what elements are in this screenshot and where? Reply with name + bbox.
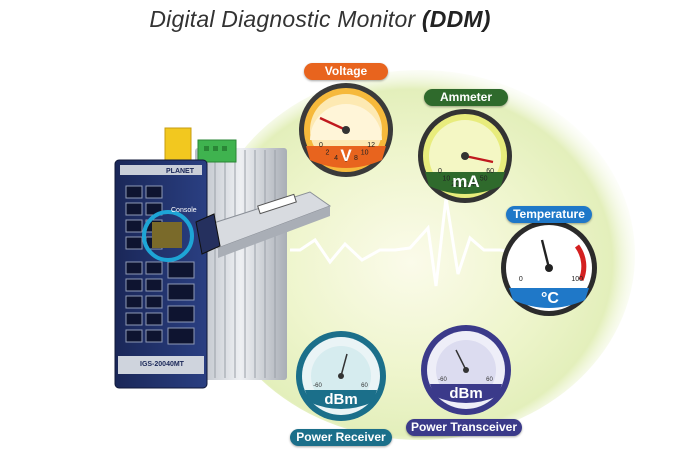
ammeter-tick-label: 60 [486, 168, 494, 175]
switch-model-label: IGS-20040MT [140, 361, 184, 368]
power-receiver-gauge: -60-40-200204060 [296, 331, 386, 421]
power-receiver-label: Power Receiver [290, 429, 392, 446]
signal-pulse-line [290, 197, 516, 287]
switch-heatsink [195, 148, 287, 380]
power-receiver-tick-label: 60 [361, 383, 368, 389]
voltage-tick-label: 10 [361, 150, 369, 157]
voltage-tick-label: 4 [334, 155, 338, 162]
power-transceiver-tick-label: -60 [438, 377, 447, 383]
temperature-label: Temperature [506, 206, 592, 223]
voltage-unit: V [340, 146, 352, 165]
temperature-gauge: 0255075100 [501, 220, 597, 316]
temperature-tick-label: 0 [519, 276, 523, 283]
power-transceiver-gauge: -60-40-200204060 [421, 325, 511, 415]
ammeter-tick-label: 50 [480, 176, 488, 183]
voltage-tick-label: 2 [325, 150, 329, 157]
ammeter-tick-label: 40 [471, 181, 479, 188]
temperature-unit: °C [541, 290, 559, 307]
ammeter-tick-label: 30 [461, 183, 469, 190]
sfp-highlight-circle [142, 210, 194, 262]
power-transceiver-label: Power Transceiver [406, 419, 522, 436]
ammeter-label: Ammeter [424, 89, 508, 106]
voltage-tick-label: 12 [367, 142, 375, 149]
terminal-block-yellow [164, 127, 192, 161]
power-transceiver-tick-label: 60 [486, 377, 493, 383]
rj45-ports [125, 185, 163, 343]
power-receiver-unit: dBm [324, 391, 358, 408]
ammeter-tick-label: 10 [443, 176, 451, 183]
console-label: Console [171, 207, 197, 214]
voltage-label: Voltage [304, 63, 388, 80]
voltage-tick-label: 8 [354, 155, 358, 162]
power-receiver-tick-label: -60 [313, 383, 322, 389]
page-title: Digital Diagnostic Monitor (DDM) [149, 6, 491, 32]
power-transceiver-unit: dBm [449, 385, 483, 402]
ammeter-tick-label: 0 [438, 168, 442, 175]
ammeter-unit: mA [452, 172, 480, 191]
brand-logo: PLANET [166, 168, 194, 175]
temperature-tick-label: 100 [571, 276, 583, 283]
sfp-slots [167, 261, 195, 345]
voltage-tick-label: 6 [344, 157, 348, 164]
ammeter-tick-label: 20 [451, 181, 459, 188]
voltage-tick-label: 0 [319, 142, 323, 149]
